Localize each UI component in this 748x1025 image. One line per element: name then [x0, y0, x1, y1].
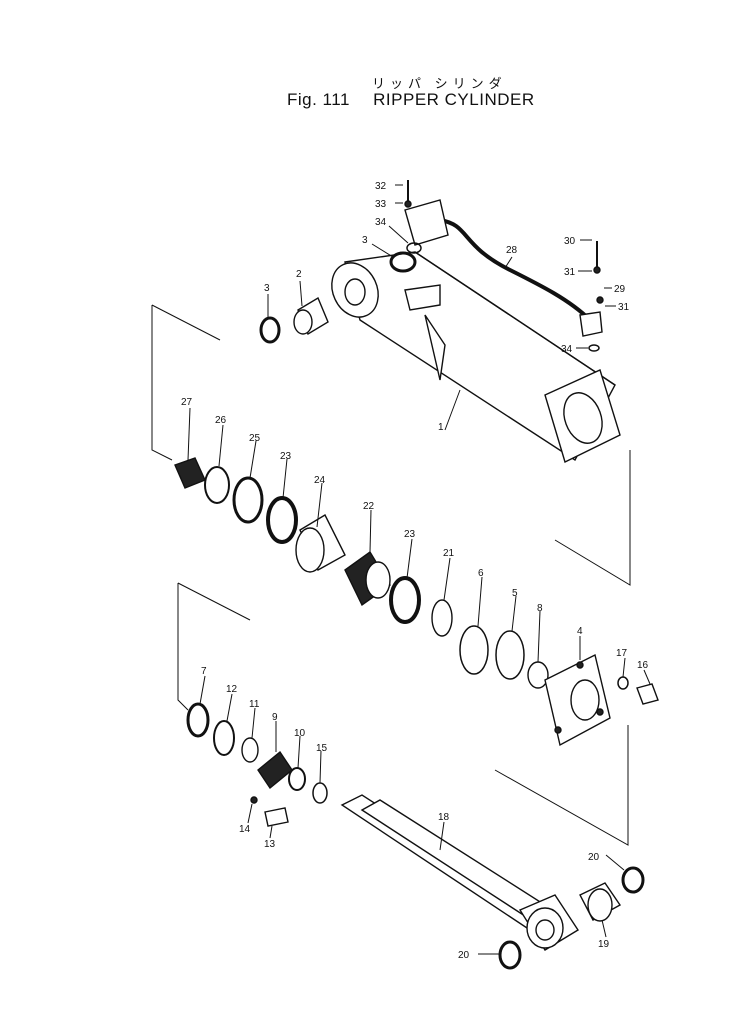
callout: 34 — [375, 217, 387, 228]
bushing-11 — [241, 737, 259, 763]
callout: 28 — [506, 245, 518, 256]
nut-27 — [174, 457, 206, 489]
callout: 10 — [294, 728, 306, 739]
callout: 31 — [564, 267, 576, 278]
ring-15 — [312, 782, 328, 804]
callout: 18 — [438, 812, 450, 823]
seal-20-upper — [621, 866, 645, 894]
callout: 11 — [249, 699, 260, 710]
bushing-3-upper — [389, 251, 417, 273]
rod-seal-parts — [186, 702, 328, 827]
callout: 1 — [438, 422, 444, 433]
backup-ring-5 — [495, 630, 525, 680]
callout-numbers: 32 33 34 3 28 30 31 29 31 34 3 2 1 27 26… — [181, 181, 649, 961]
callout: 9 — [272, 712, 278, 723]
callout: 30 — [564, 236, 576, 247]
o-ring-34-upper — [406, 242, 422, 254]
o-ring-6 — [459, 625, 489, 675]
wear-ring-23 — [266, 496, 298, 544]
callout: 21 — [443, 548, 455, 559]
cylinder-head-4 — [544, 653, 611, 747]
retainer-9 — [257, 750, 293, 790]
ring-25 — [232, 476, 264, 524]
callout: 14 — [239, 824, 251, 835]
guide-lines — [151, 304, 631, 846]
callout: 27 — [181, 397, 193, 408]
washer-31b — [596, 296, 604, 304]
title-japanese: リッパ シリンダ — [372, 76, 507, 91]
pipe-flange-lower — [579, 311, 603, 337]
pipe-flange-upper — [404, 199, 449, 246]
callout: 7 — [201, 666, 207, 677]
callout: 23 — [404, 529, 416, 540]
seal-12 — [213, 720, 235, 756]
seal-ring-3 — [259, 316, 281, 344]
washer-14 — [250, 796, 258, 804]
piston-rod-18 — [340, 794, 579, 951]
callout: 13 — [264, 839, 276, 850]
callout: 4 — [577, 626, 583, 637]
ring-7 — [186, 702, 210, 738]
callout: 5 — [512, 588, 518, 599]
callout: 15 — [316, 743, 328, 754]
ring-26 — [204, 466, 230, 504]
callout: 17 — [616, 648, 628, 659]
callout: 24 — [314, 475, 326, 486]
washer-33 — [404, 200, 412, 208]
ring-10 — [288, 767, 306, 791]
callout: 3 — [264, 283, 270, 294]
callout: 23 — [280, 451, 292, 462]
washer-17 — [617, 676, 629, 690]
o-ring-34-lower — [588, 344, 600, 352]
callout: 32 — [375, 181, 387, 192]
cylinder-tube — [331, 251, 621, 463]
seal-20-lower — [498, 940, 522, 970]
figure-name: RIPPER CYLINDER — [373, 90, 535, 109]
callout: 3 — [362, 235, 368, 246]
callout: 31 — [618, 302, 630, 313]
callout: 20 — [588, 852, 600, 863]
bolt-16 — [636, 683, 659, 705]
callout: 34 — [561, 344, 573, 355]
bushing-8 — [527, 661, 549, 689]
callout: 16 — [637, 660, 649, 671]
callout: 8 — [537, 603, 543, 614]
callout: 2 — [296, 269, 302, 280]
callout: 12 — [226, 684, 238, 695]
callout: 29 — [614, 284, 626, 295]
leader-lines — [187, 184, 651, 955]
callout: 22 — [363, 501, 375, 512]
figure-title: Fig. 111 RIPPER CYLINDER — [287, 90, 553, 110]
washer-31 — [593, 266, 601, 274]
callout: 25 — [249, 433, 261, 444]
cushion-21 — [431, 599, 453, 637]
callout: 33 — [375, 199, 387, 210]
figure-label: Fig. 111 — [287, 90, 350, 109]
callout: 20 — [458, 950, 470, 961]
piston-parts — [174, 457, 549, 689]
callout: 26 — [215, 415, 227, 426]
wear-ring-23b — [389, 576, 421, 624]
callout: 6 — [478, 568, 484, 579]
callout: 19 — [598, 939, 610, 950]
pipe — [439, 218, 592, 322]
bolt-13 — [264, 807, 289, 827]
